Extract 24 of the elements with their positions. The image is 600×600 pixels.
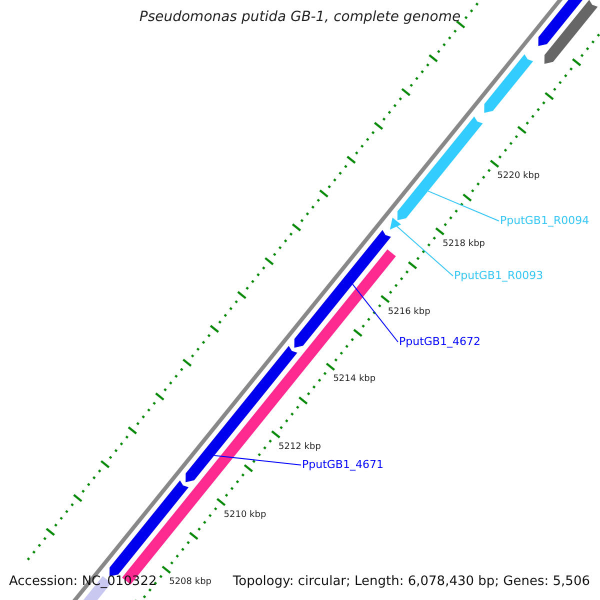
gene-label: PputGB1_R0094 — [500, 214, 590, 227]
tick-label: 5220 kbp — [497, 171, 540, 182]
gene-block — [390, 218, 402, 230]
gene-block — [538, 0, 586, 46]
accession-text: Accession: NC_010322 — [9, 574, 157, 589]
leader-line — [396, 225, 454, 276]
gene-block — [397, 116, 483, 220]
tick-label: 5218 kbp — [442, 238, 485, 249]
gene-label: PputGB1_4672 — [399, 335, 480, 348]
title: Pseudomonas putida GB-1, complete genome — [138, 9, 462, 25]
gene-label: PputGB1_4671 — [302, 458, 384, 471]
leader-line — [214, 454, 302, 466]
genome-info-text: Topology: circular; Length: 6,078,430 bp; Genes: 5,506 — [232, 574, 590, 589]
leader-line — [428, 190, 500, 222]
tick-label: 5208 kbp — [169, 577, 212, 588]
tick-label: 5216 kbp — [388, 306, 430, 317]
leader-line — [352, 284, 398, 342]
gene-block — [544, 0, 598, 64]
tick-label: 5212 kbp — [278, 442, 321, 452]
gene-block — [484, 54, 534, 113]
gene-label: PputGB1_R0093 — [454, 269, 544, 282]
tick-label: 5214 kbp — [333, 374, 376, 384]
tick-label: 5210 kbp — [224, 510, 266, 520]
gene-block — [110, 480, 189, 576]
